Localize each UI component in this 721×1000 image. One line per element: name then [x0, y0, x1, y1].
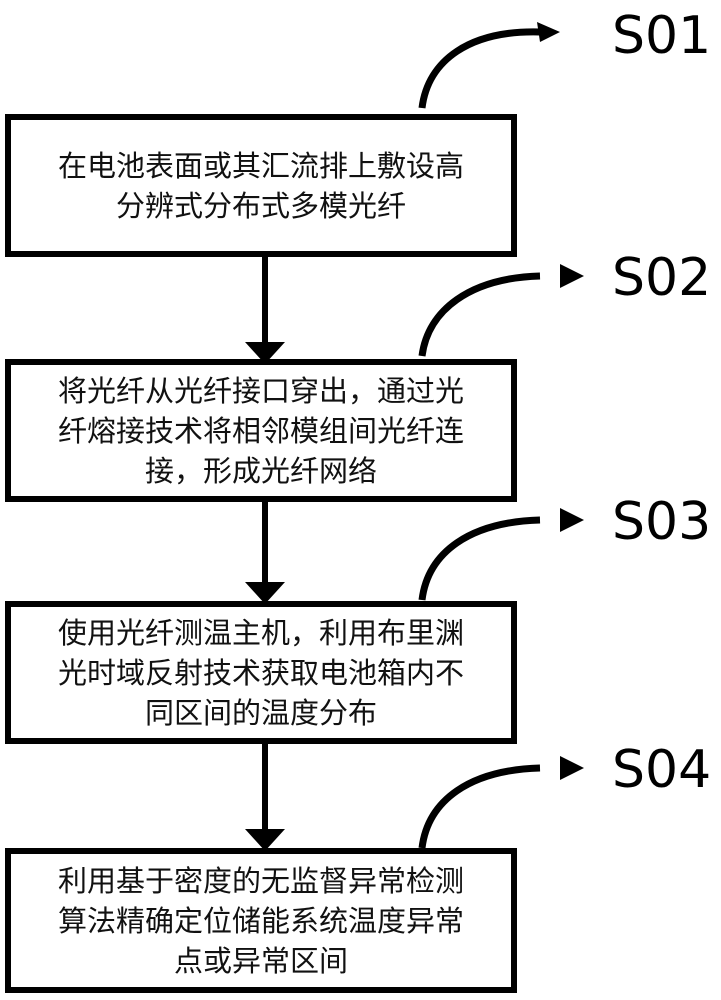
step-label-s04: S04 [612, 740, 712, 800]
step-text-line: 分辨式分布式多模光纤 [115, 188, 406, 223]
step-box-s02: 将光纤从光纤接口穿出，通过光 纤熔接技术将相邻模组间光纤连 接，形成光纤网络 [5, 359, 517, 502]
flow-arrow-s01-s02 [245, 256, 285, 364]
step-text-s01: 在电池表面或其汇流排上敷设高 分辨式分布式多模光纤 [50, 146, 472, 226]
step-text-line: 算法精确定位储能系统温度异常 [57, 903, 464, 938]
step-text-line: 使用光纤测温主机，利用布里渊 [57, 615, 464, 650]
label-arrow-s01 [418, 22, 560, 109]
step-text-line: 接，形成光纤网络 [144, 453, 377, 488]
step-text-line: 光时域反射技术获取电池箱内不 [57, 655, 464, 690]
step-text-line: 点或异常区间 [173, 943, 348, 978]
step-text-line: 将光纤从光纤接口穿出，通过光 [57, 373, 464, 408]
step-label-s03: S03 [612, 492, 712, 552]
step-box-s03: 使用光纤测温主机，利用布里渊 光时域反射技术获取电池箱内不 同区间的温度分布 [5, 601, 517, 744]
step-text-s02: 将光纤从光纤接口穿出，通过光 纤熔接技术将相邻模组间光纤连 接，形成光纤网络 [50, 371, 472, 491]
step-text-s03: 使用光纤测温主机，利用布里渊 光时域反射技术获取电池箱内不 同区间的温度分布 [50, 613, 472, 733]
label-arrow-s03 [418, 508, 584, 601]
flow-arrow-s02-s03 [245, 501, 285, 604]
step-box-s01: 在电池表面或其汇流排上敷设高 分辨式分布式多模光纤 [5, 114, 517, 257]
step-text-line: 纤熔接技术将相邻模组间光纤连 [57, 413, 464, 448]
step-box-s04: 利用基于密度的无监督异常检测 算法精确定位储能系统温度异常 点或异常区间 [5, 848, 517, 993]
step-text-line: 在电池表面或其汇流排上敷设高 [57, 148, 464, 183]
flow-arrow-s03-s04 [245, 743, 285, 851]
label-arrow-s02 [418, 264, 584, 357]
step-label-s01: S01 [612, 6, 712, 66]
step-text-line: 同区间的温度分布 [144, 695, 377, 730]
step-label-s02: S02 [612, 248, 712, 308]
step-text-s04: 利用基于密度的无监督异常检测 算法精确定位储能系统温度异常 点或异常区间 [50, 861, 472, 981]
label-arrow-s04 [418, 756, 584, 849]
step-text-line: 利用基于密度的无监督异常检测 [57, 863, 464, 898]
